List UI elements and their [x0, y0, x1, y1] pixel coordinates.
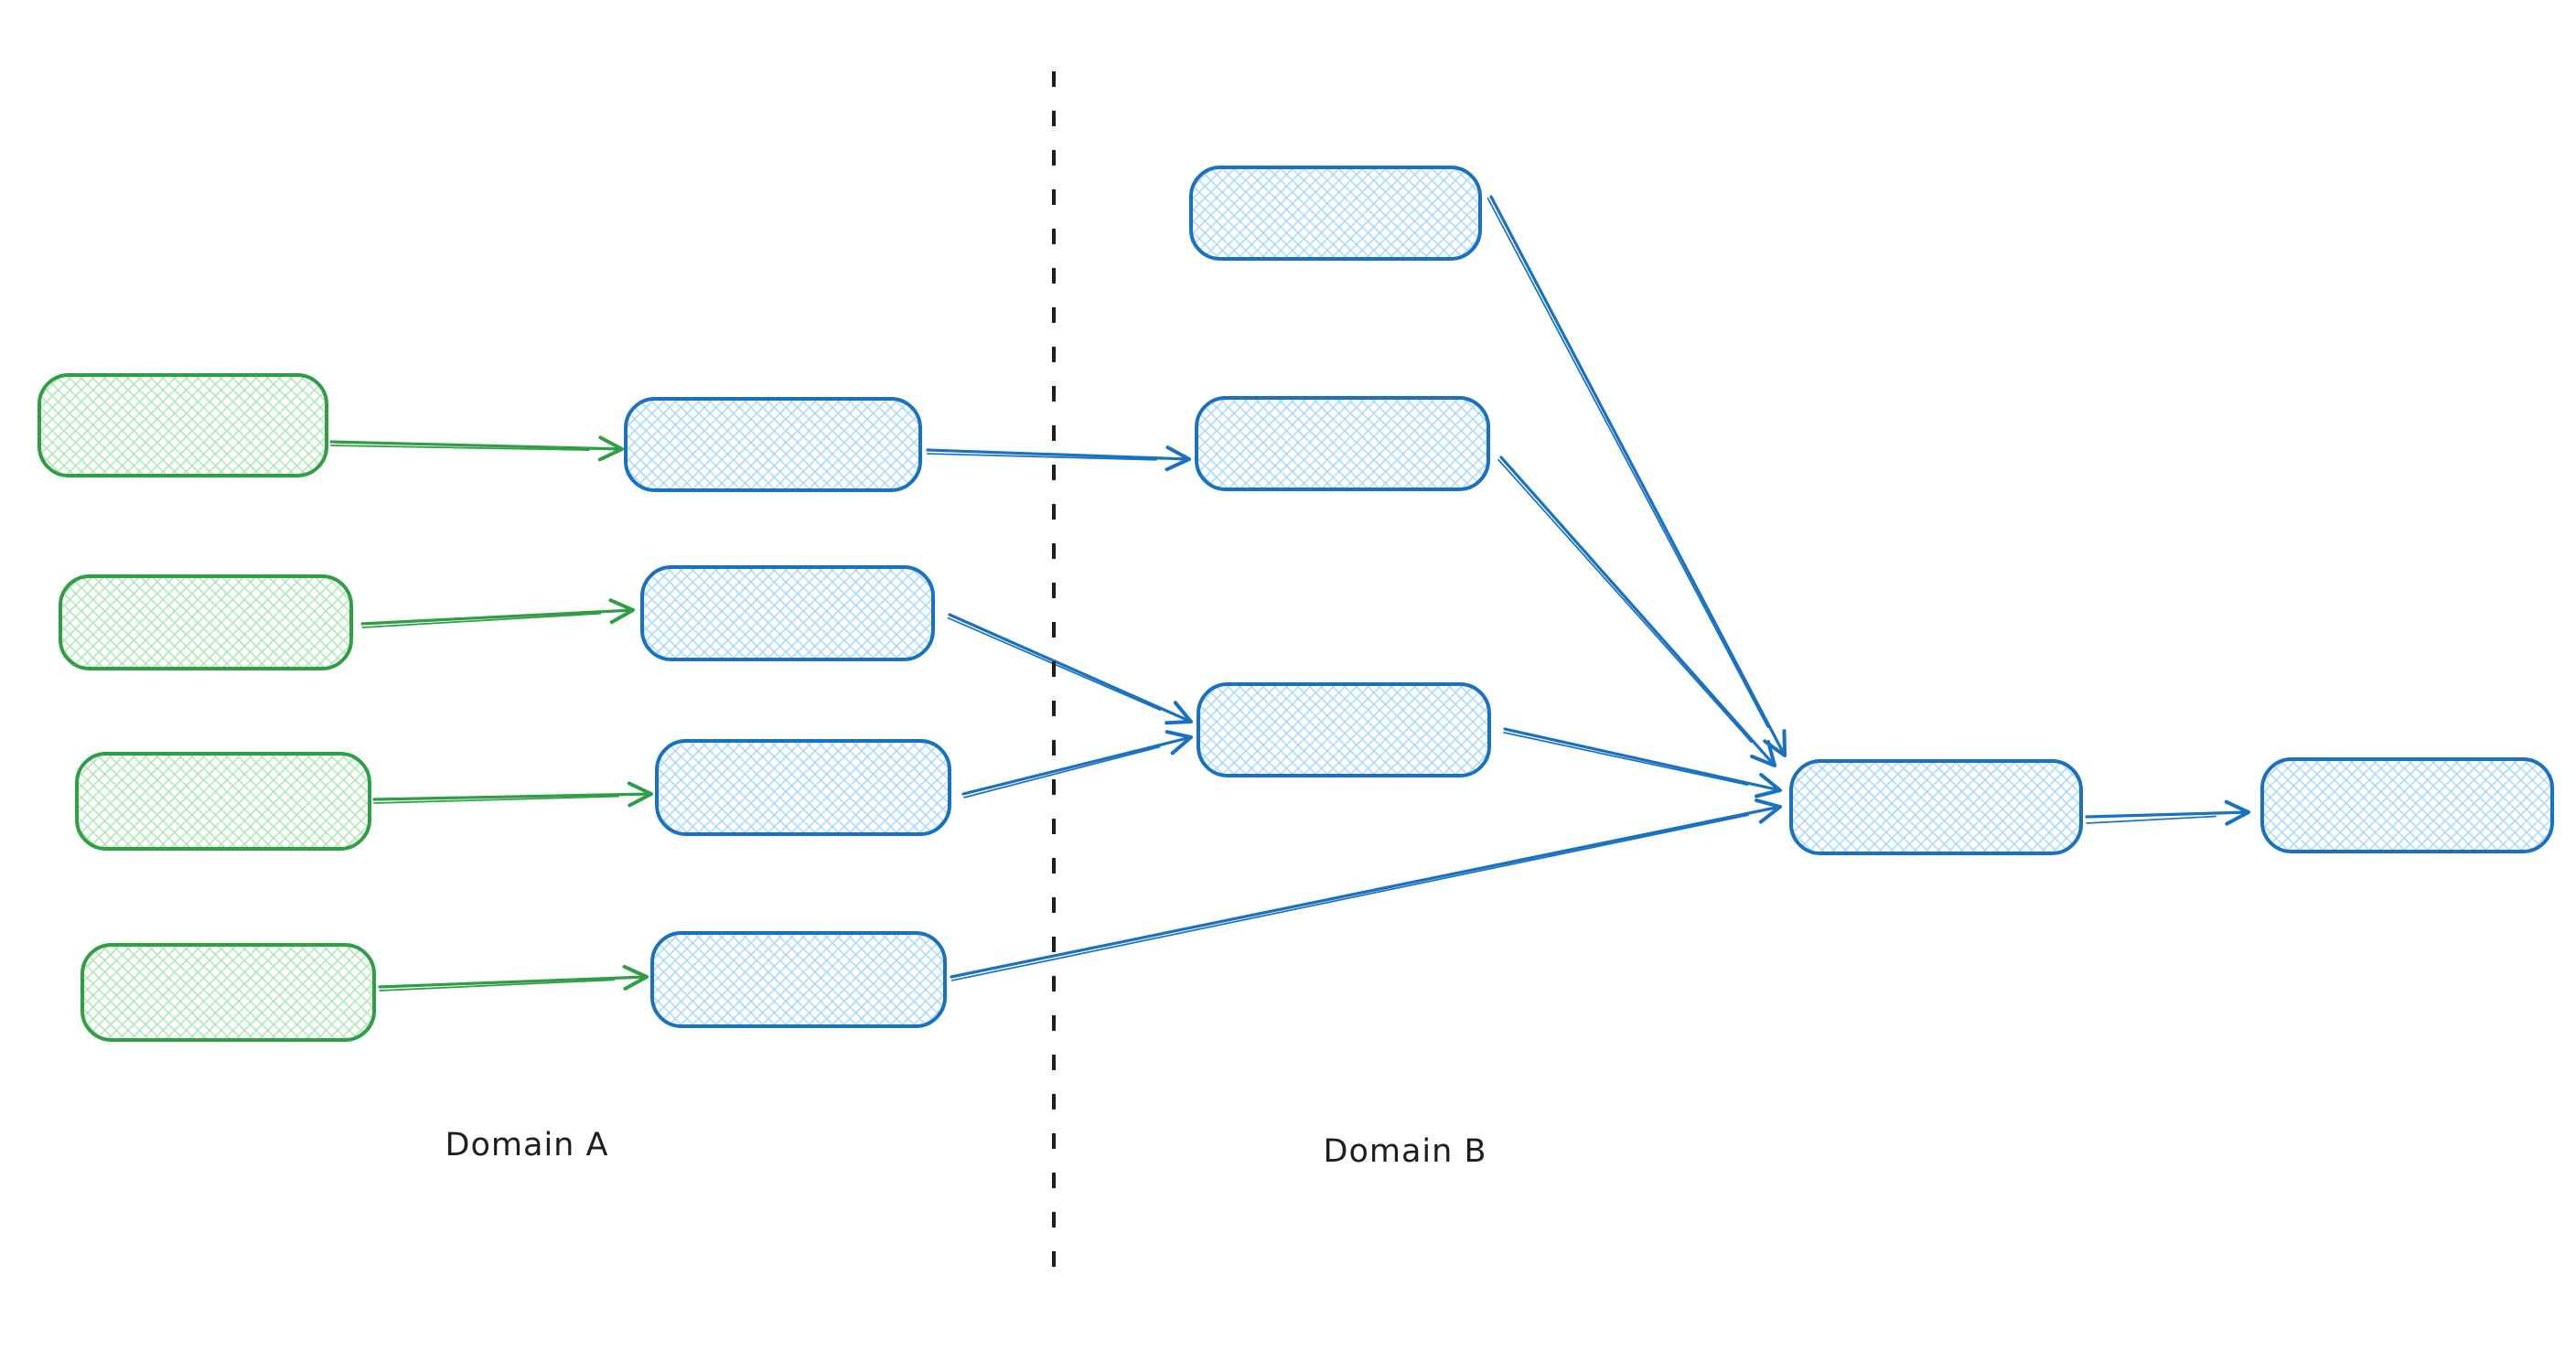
arrow-a1-to-b2[interactable] [926, 445, 1191, 472]
node-green-3[interactable] [75, 752, 371, 851]
arrow-a3-to-b3[interactable] [961, 730, 1193, 799]
arrow-merge-to-final[interactable] [2085, 799, 2250, 826]
node-green-1[interactable] [38, 373, 328, 477]
arrow-green1-to-a1[interactable] [329, 435, 624, 462]
node-blue-a3[interactable] [655, 739, 951, 836]
node-blue-b1[interactable] [1189, 166, 1482, 261]
node-blue-a4[interactable] [650, 931, 947, 1028]
arrow-b2-to-merge[interactable] [1497, 456, 1776, 767]
node-blue-b3[interactable] [1197, 682, 1491, 777]
node-green-4[interactable] [80, 943, 376, 1042]
node-blue-merge[interactable] [1789, 759, 2083, 855]
node-green-2[interactable] [59, 574, 353, 670]
arrow-green2-to-a2[interactable] [360, 598, 635, 628]
arrow-b3-to-merge[interactable] [1503, 727, 1782, 799]
node-blue-a2[interactable] [640, 565, 935, 661]
arrow-b1-to-merge[interactable] [1487, 195, 1787, 757]
node-blue-b2[interactable] [1195, 396, 1490, 491]
arrow-a4-to-merge[interactable] [950, 799, 1782, 981]
arrow-green4-to-a4[interactable] [378, 964, 649, 991]
edges-layer [329, 195, 2250, 991]
node-blue-final[interactable] [2260, 757, 2554, 853]
domain-a-label: Domain A [445, 1127, 609, 1163]
arrow-a2-to-b3[interactable] [947, 613, 1193, 725]
nodes-layer [38, 166, 2554, 1042]
node-blue-a1[interactable] [624, 397, 922, 492]
arrow-green3-to-a3[interactable] [372, 781, 653, 808]
domain-b-label: Domain B [1324, 1133, 1487, 1170]
